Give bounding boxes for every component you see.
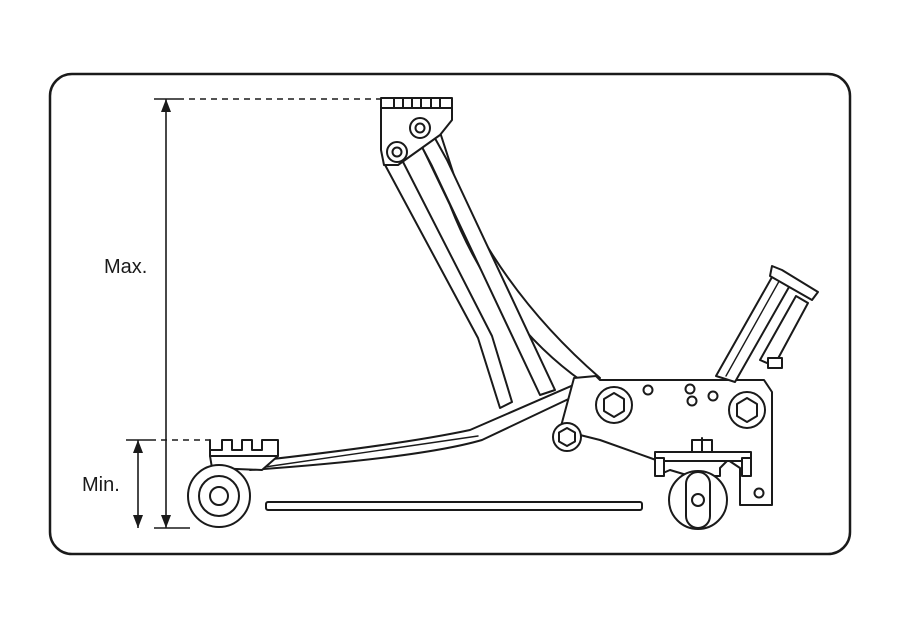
max-dimension — [154, 98, 383, 529]
body-hole-5 — [753, 487, 765, 499]
low-saddle — [209, 439, 279, 457]
release-valve — [767, 357, 783, 369]
body-hole-1 — [642, 384, 654, 396]
body-hole-3 — [686, 395, 698, 407]
floor-jack-illustration — [187, 97, 819, 530]
body-hole-4 — [707, 390, 719, 402]
min-label: Min. — [82, 474, 120, 496]
caster-bracket — [654, 451, 752, 462]
top-saddle — [380, 97, 453, 109]
pump-handle-socket — [769, 265, 819, 301]
body-hole-2 — [684, 383, 696, 395]
max-label: Max. — [104, 256, 147, 278]
diagram-frame — [48, 72, 852, 556]
bottom-rail — [265, 501, 643, 511]
min-dimension — [126, 439, 210, 528]
